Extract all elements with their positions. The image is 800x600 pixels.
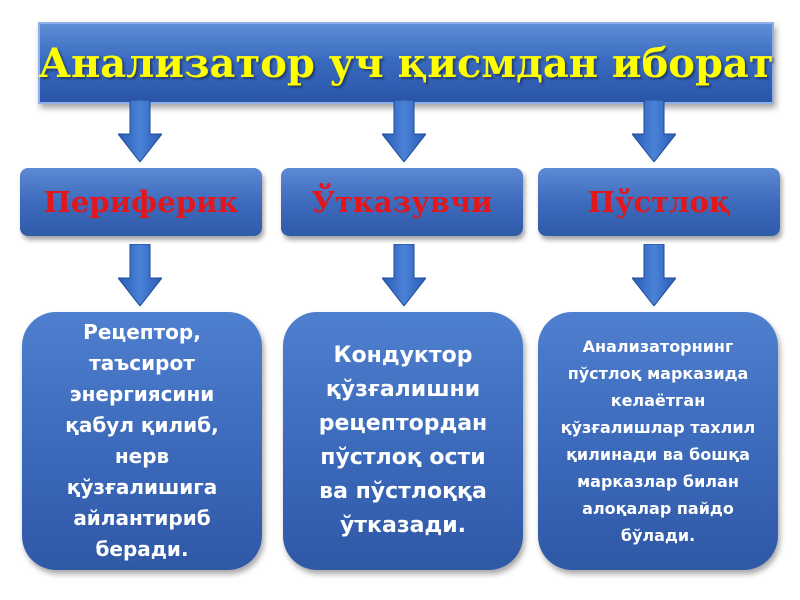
category-label: Ўтказувчи <box>311 185 493 219</box>
category-label: Периферик <box>43 185 239 219</box>
arrow-down-icon <box>632 244 676 306</box>
description-box-conductive: Кондуктор қўзғалишни рецептордан пўстлоқ… <box>283 312 523 570</box>
category-box-conductive: Ўтказувчи <box>281 168 523 236</box>
description-box-peripheral: Рецептор, таъсирот энергиясини қабул қил… <box>22 312 262 570</box>
arrow-down-icon <box>118 100 162 162</box>
category-box-cortex: Пўстлоқ <box>538 168 780 236</box>
arrow-down-icon <box>382 244 426 306</box>
arrow-down-icon <box>382 100 426 162</box>
arrow-down-icon <box>632 100 676 162</box>
category-box-peripheral: Периферик <box>20 168 262 236</box>
description-text: Анализаторнинг пўстлоқ марказида келаётг… <box>560 337 756 545</box>
arrow-down-icon <box>118 244 162 306</box>
category-label: Пўстлоқ <box>587 185 731 219</box>
description-box-cortex: Анализаторнинг пўстлоқ марказида келаётг… <box>538 312 778 570</box>
title-banner: Анализатор уч қисмдан иборат <box>38 22 774 104</box>
description-text: Кондуктор қўзғалишни рецептордан пўстлоқ… <box>318 343 488 538</box>
diagram-title: Анализатор уч қисмдан иборат <box>38 39 774 87</box>
description-text: Рецептор, таъсирот энергиясини қабул қил… <box>65 320 219 561</box>
